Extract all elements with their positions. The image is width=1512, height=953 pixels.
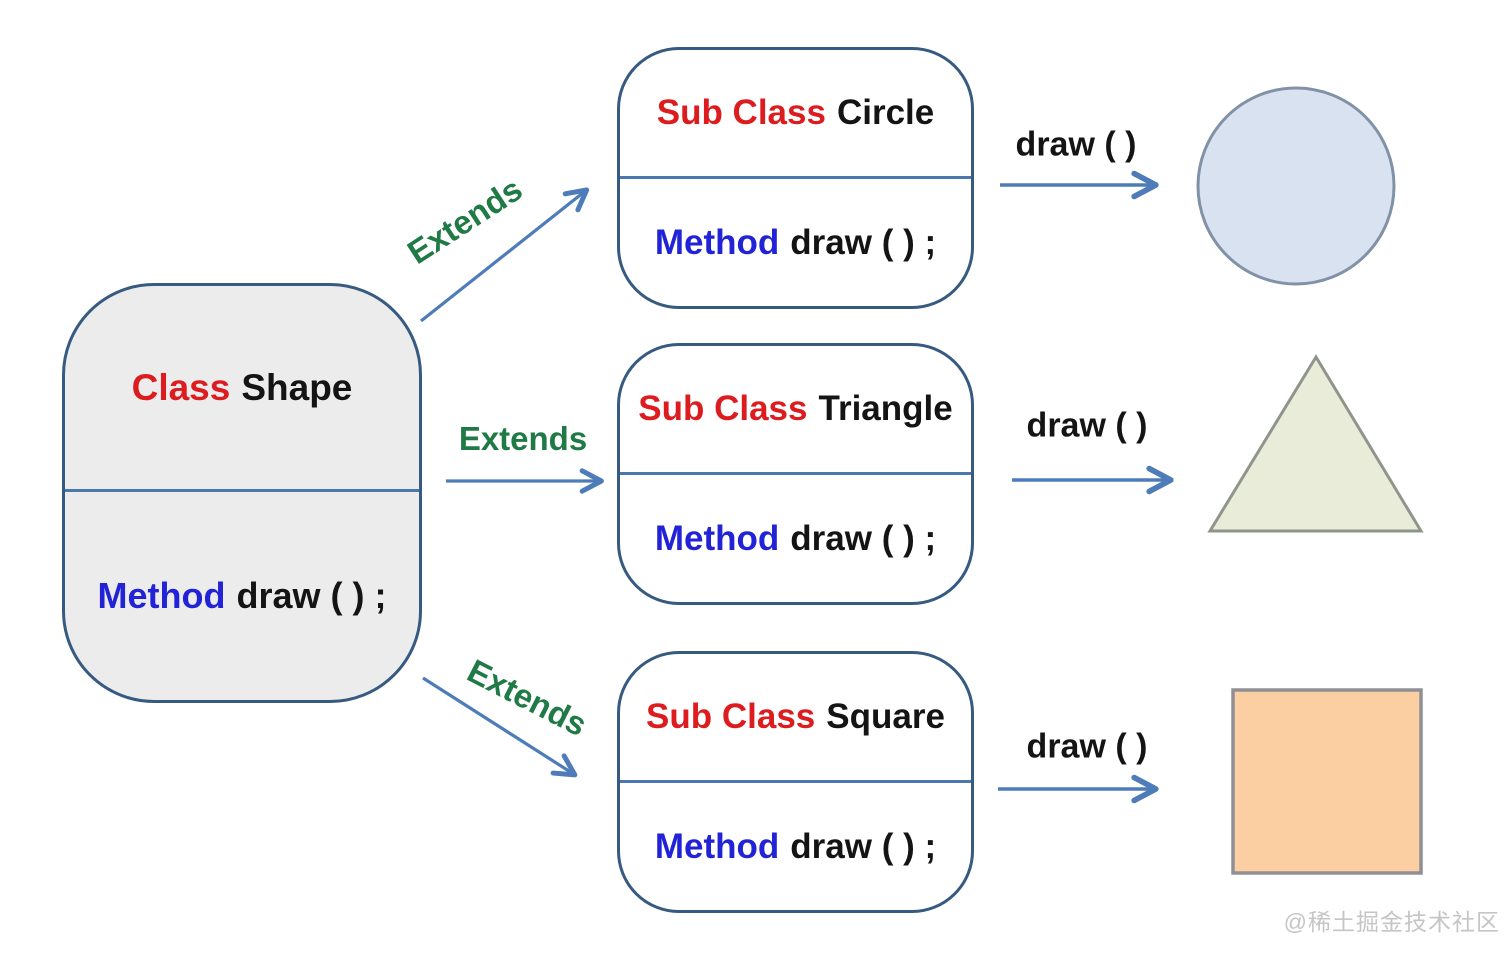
class-shape-method: Method draw ( ) ; bbox=[65, 492, 419, 700]
method-signature: draw ( ) ; bbox=[236, 575, 387, 616]
subclass-square-box: Sub Class Square Method draw ( ) ; bbox=[617, 651, 974, 913]
class-name: Shape bbox=[241, 366, 353, 408]
method-signature: draw ( ) ; bbox=[790, 222, 937, 262]
extends-label-square: Extends bbox=[461, 651, 593, 744]
subclass-keyword: Sub Class bbox=[638, 389, 808, 428]
draw-label-circle: draw ( ) bbox=[1015, 125, 1137, 164]
method-keyword: Method bbox=[654, 518, 780, 558]
class-keyword: Class bbox=[131, 366, 231, 408]
subclass-name: Circle bbox=[836, 93, 935, 132]
method-keyword: Method bbox=[654, 826, 780, 866]
method-signature: draw ( ) ; bbox=[790, 518, 937, 558]
subclass-keyword: Sub Class bbox=[656, 93, 826, 132]
subclass-triangle-title: Sub Class Triangle bbox=[620, 346, 971, 475]
subclass-square-title: Sub Class Square bbox=[620, 654, 971, 783]
method-keyword: Method bbox=[654, 222, 780, 262]
subclass-name: Triangle bbox=[818, 389, 953, 428]
method-signature: draw ( ) ; bbox=[790, 826, 937, 866]
subclass-circle-method: Method draw ( ) ; bbox=[620, 179, 971, 306]
class-shape-title: Class Shape bbox=[65, 286, 419, 492]
triangle-shape bbox=[1207, 354, 1424, 533]
draw-label-triangle: draw ( ) bbox=[1026, 406, 1148, 445]
class-shape-box: Class Shape Method draw ( ) ; bbox=[62, 283, 422, 703]
subclass-triangle-box: Sub Class Triangle Method draw ( ) ; bbox=[617, 343, 974, 605]
subclass-triangle-method: Method draw ( ) ; bbox=[620, 475, 971, 602]
circle-shape bbox=[1196, 86, 1396, 286]
method-keyword: Method bbox=[97, 575, 226, 616]
draw-label-square: draw ( ) bbox=[1026, 727, 1148, 766]
subclass-keyword: Sub Class bbox=[646, 697, 816, 736]
subclass-circle-box: Sub Class Circle Method draw ( ) ; bbox=[617, 47, 974, 309]
watermark: @稀土掘金技术社区 bbox=[1283, 909, 1500, 935]
subclass-name: Square bbox=[826, 697, 945, 736]
subclass-circle-title: Sub Class Circle bbox=[620, 50, 971, 179]
subclass-square-method: Method draw ( ) ; bbox=[620, 783, 971, 910]
square-shape bbox=[1231, 688, 1423, 875]
extends-label-triangle: Extends bbox=[458, 420, 588, 457]
extends-label-circle: Extends bbox=[400, 170, 529, 272]
